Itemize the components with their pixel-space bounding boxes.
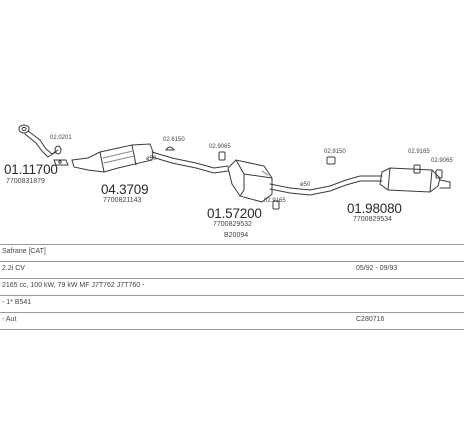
info-left: 2165 cc, 100 kW, 79 kW MF J7T762 J7T760 … (2, 282, 145, 289)
pipe-diameter: ø50 (300, 182, 311, 188)
rear-pipe (269, 175, 383, 196)
part-number: 01.98080 (347, 201, 402, 216)
part-number: 01.11700 (4, 162, 58, 177)
rear-silencer (379, 167, 451, 193)
accessory-number: 02.9065 (431, 158, 453, 164)
info-row: 2.2i CV 05/92 - 09/93 (0, 261, 464, 278)
info-left: - 1* B541 (2, 299, 32, 306)
oem-number: 7700829532 (213, 221, 252, 228)
accessory-number: 02.9165 (264, 198, 286, 204)
gasket-part (53, 145, 69, 166)
info-left: Safrane [CAT] (2, 248, 46, 255)
hanger-rubbers (218, 151, 443, 210)
middle-silencer (227, 159, 273, 203)
pipe-diameter: ø50 (146, 156, 157, 162)
info-row: Safrane [CAT] (0, 244, 464, 261)
oem-number: 7700829534 (353, 216, 392, 223)
accessory-number: 02.9065 (209, 144, 231, 150)
info-row: - 1* B541 (0, 295, 464, 312)
part-number: 01.57200 (207, 206, 262, 221)
accessory-number: 02.9165 (408, 149, 430, 155)
exhaust-drawing (18, 124, 451, 210)
info-row: 2165 cc, 100 kW, 79 kW MF J7T762 J7T760 … (0, 278, 464, 295)
info-right: C280716 (356, 316, 385, 323)
catalytic-converter (71, 143, 154, 173)
info-right: 05/92 - 09/93 (356, 265, 398, 272)
extra-code: B20094 (224, 232, 249, 239)
part-number: 04.3709 (101, 182, 149, 197)
oem-number: 7700821143 (103, 197, 142, 204)
accessory-number: 02.0201 (50, 135, 72, 141)
exhaust-diagram: 01.11700 7700831879 04.3709 7700821143 0… (4, 124, 453, 239)
info-left: 2.2i CV (2, 265, 25, 272)
front-pipe (18, 124, 59, 158)
accessory-number: 02.6150 (163, 137, 185, 143)
intermediate-pipe (151, 151, 229, 174)
accessory-number: 02.9150 (324, 149, 346, 155)
oem-number: 7700831879 (6, 178, 45, 185)
info-left: - Aut (2, 316, 17, 323)
info-row: - Aut C280716 (0, 312, 464, 330)
clamp-part (165, 146, 175, 151)
